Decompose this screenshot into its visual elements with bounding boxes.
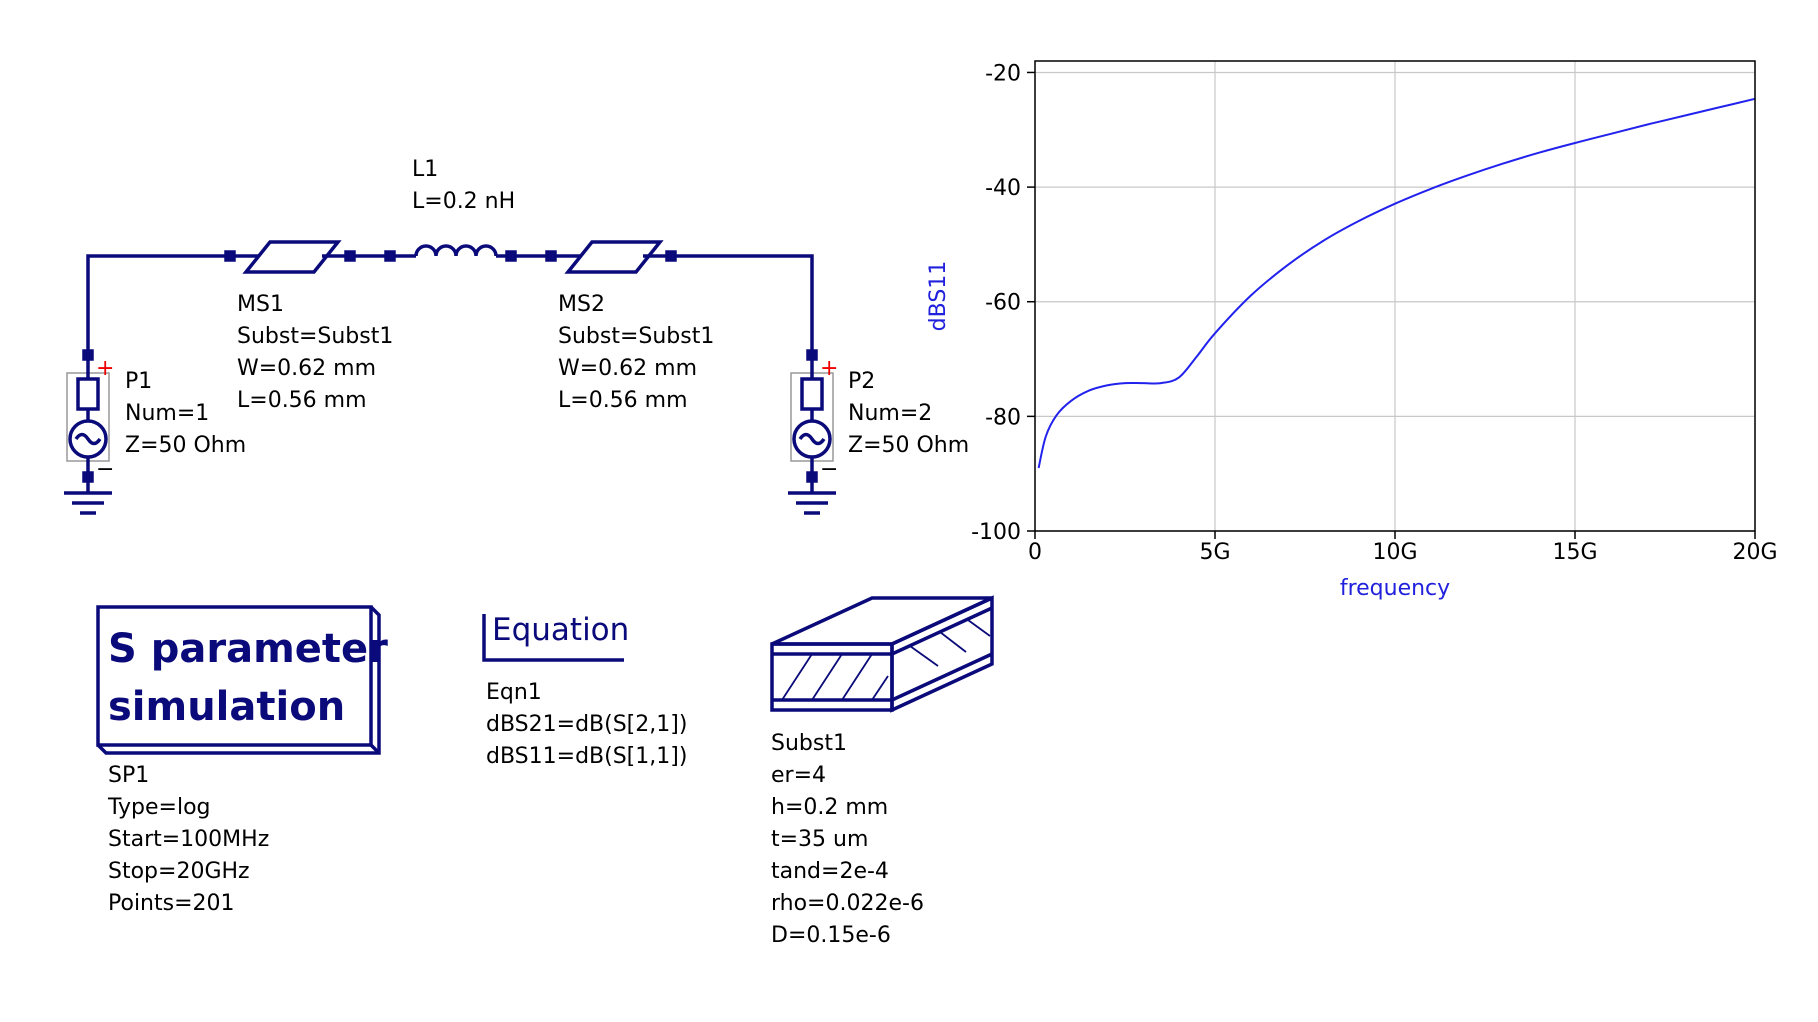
substrate-param: h=0.2 mm [771, 795, 889, 820]
ms2-param: L=0.56 mm [558, 388, 688, 413]
substrate-name: Subst1 [771, 731, 847, 756]
equation-line: dBS21=dB(S[2,1]) [486, 712, 688, 737]
sim-block-frame[interactable] [96, 605, 381, 755]
ms1-param: L=0.56 mm [237, 388, 367, 413]
ms1-label: MS1 Subst=Subst1 W=0.62 mm L=0.56 mm [237, 289, 393, 417]
p2-minus-sign: − [820, 457, 838, 482]
ms2-param: Subst=Subst1 [558, 324, 715, 349]
ms1-name: MS1 [237, 292, 284, 317]
ms1-microstrip[interactable] [224, 240, 356, 274]
sim-name: SP1 [108, 763, 150, 788]
p1-minus-sign: − [96, 457, 114, 482]
sim-param: Points=201 [108, 891, 235, 916]
substrate-param: D=0.15e-6 [771, 923, 891, 948]
equation-name: Eqn1 [486, 680, 542, 705]
ms2-name: MS2 [558, 292, 605, 317]
ms2-label: MS2 Subst=Subst1 W=0.62 mm L=0.56 mm [558, 289, 714, 417]
p2-plus-sign: + [820, 356, 838, 381]
p1-param: Num=1 [125, 401, 210, 426]
p2-param: Z=50 Ohm [848, 433, 970, 458]
l1-name: L1 [412, 157, 439, 182]
equation-block-frame[interactable] [482, 614, 624, 662]
equation-title: Equation [492, 612, 630, 648]
p2-port[interactable] [788, 349, 836, 515]
substrate-param: t=35 um [771, 827, 869, 852]
substrate-param: rho=0.022e-6 [771, 891, 924, 916]
substrate-param: er=4 [771, 763, 827, 788]
ms2-param: W=0.62 mm [558, 356, 698, 381]
p1-label: P1 Num=1 Z=50 Ohm [125, 366, 246, 462]
sim-title-line2: simulation [108, 684, 346, 730]
l1-param: L=0.2 nH [412, 189, 516, 214]
sim-param: Type=log [108, 795, 211, 820]
l1-label: L1 L=0.2 nH [412, 154, 515, 218]
substrate-block-icon[interactable] [770, 595, 994, 713]
sim-title-line1: S parameter [108, 626, 388, 672]
p2-label: P2 Num=2 Z=50 Ohm [848, 366, 969, 462]
substrate-param: tand=2e-4 [771, 859, 889, 884]
p1-port[interactable] [64, 349, 112, 515]
sim-param: Stop=20GHz [108, 859, 250, 884]
p2-name: P2 [848, 369, 876, 394]
substrate-params: Subst1 er=4 h=0.2 mm t=35 um tand=2e-4 r… [771, 728, 924, 952]
wire-left [86, 254, 230, 357]
l1-inductor[interactable] [384, 244, 517, 262]
sim-block-title: S parameter simulation [108, 620, 388, 736]
sim-block-params: SP1 Type=log Start=100MHz Stop=20GHz Poi… [108, 760, 269, 920]
p2-param: Num=2 [848, 401, 933, 426]
ms1-param: W=0.62 mm [237, 356, 377, 381]
wire-right [671, 254, 814, 357]
equation-params: Eqn1 dBS21=dB(S[2,1]) dBS11=dB(S[1,1]) [486, 677, 687, 773]
p1-plus-sign: + [96, 356, 114, 381]
ms2-microstrip[interactable] [545, 240, 677, 274]
p1-name: P1 [125, 369, 153, 394]
sim-param: Start=100MHz [108, 827, 270, 852]
ms1-param: Subst=Subst1 [237, 324, 394, 349]
p1-param: Z=50 Ohm [125, 433, 247, 458]
equation-line: dBS11=dB(S[1,1]) [486, 744, 688, 769]
